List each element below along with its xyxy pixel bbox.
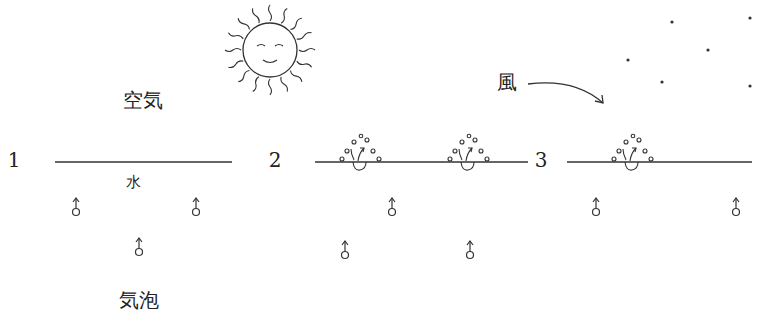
label-text: 3 [535,150,548,170]
bubble-symbol [593,198,600,216]
bubble-symbol [389,198,396,216]
label-text: 水 [126,175,141,190]
bubble-symbol [733,198,740,216]
label-text: 1 [8,150,21,170]
water-surface [315,161,528,162]
bubble-symbol [73,198,80,216]
sun [225,5,315,95]
water-surface [55,161,232,162]
bubble-symbol [193,198,200,216]
label-text: 2 [269,150,282,170]
bubble-symbol [467,241,474,259]
splash-symbol [612,134,653,170]
label-text: 気泡 [119,290,159,310]
bubble-symbol [342,241,349,259]
water-surface [567,161,752,162]
label-text: 空気 [123,90,163,110]
bubble-symbol [136,238,143,256]
splash-symbol [448,134,489,170]
spray-dots [626,16,751,87]
wind-arrow [528,83,603,103]
label-text: 風 [497,72,517,92]
splash-symbol [340,134,381,170]
